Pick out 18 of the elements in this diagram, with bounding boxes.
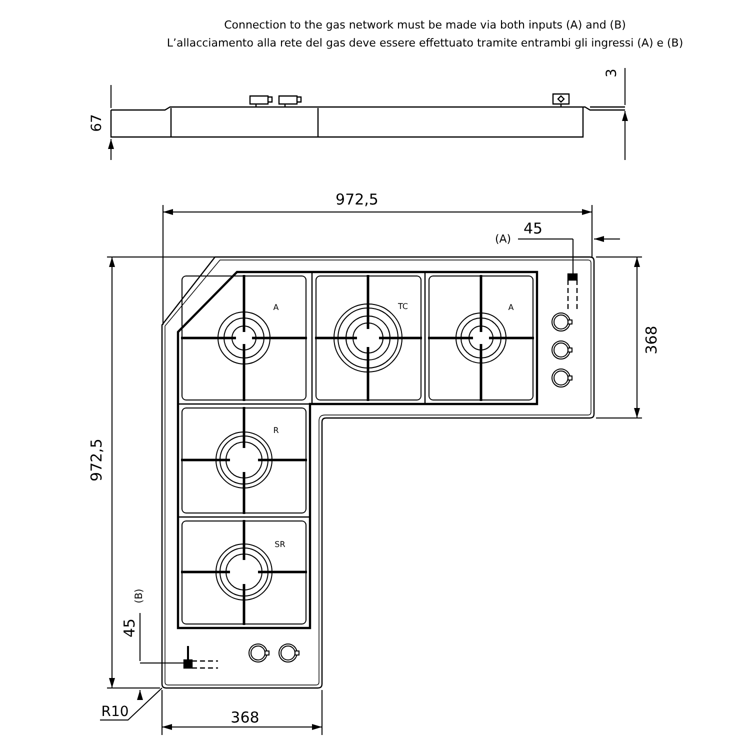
burner-label: A [273,304,279,312]
dimension-label: 67 [90,114,104,132]
dimension-label: 3 [605,68,619,78]
burner-label: A [508,304,514,312]
inlet-label: (A) [494,234,512,244]
dimension-label: 45 [122,618,138,638]
burner-label: SR [274,541,286,549]
note-text: L’allacciamento alla rete del gas deve essere effettuato tramite entrambi gli ingressi (A) e (B) [166,38,684,48]
dimension-label: 368 [644,326,660,354]
note-text: Connection to the gas network must be made via both inputs (A) and (B) [224,20,626,30]
dimension-label: 972,5 [336,192,378,208]
dimension-label: 45 [523,222,543,236]
dimension-label: 368 [230,710,260,726]
radius-label: R10 [101,705,129,719]
burner-label: TC [398,303,408,311]
burner-label: R [273,427,279,435]
dimension-label: 972,5 [90,438,104,482]
inlet-label: (B) [135,588,145,604]
